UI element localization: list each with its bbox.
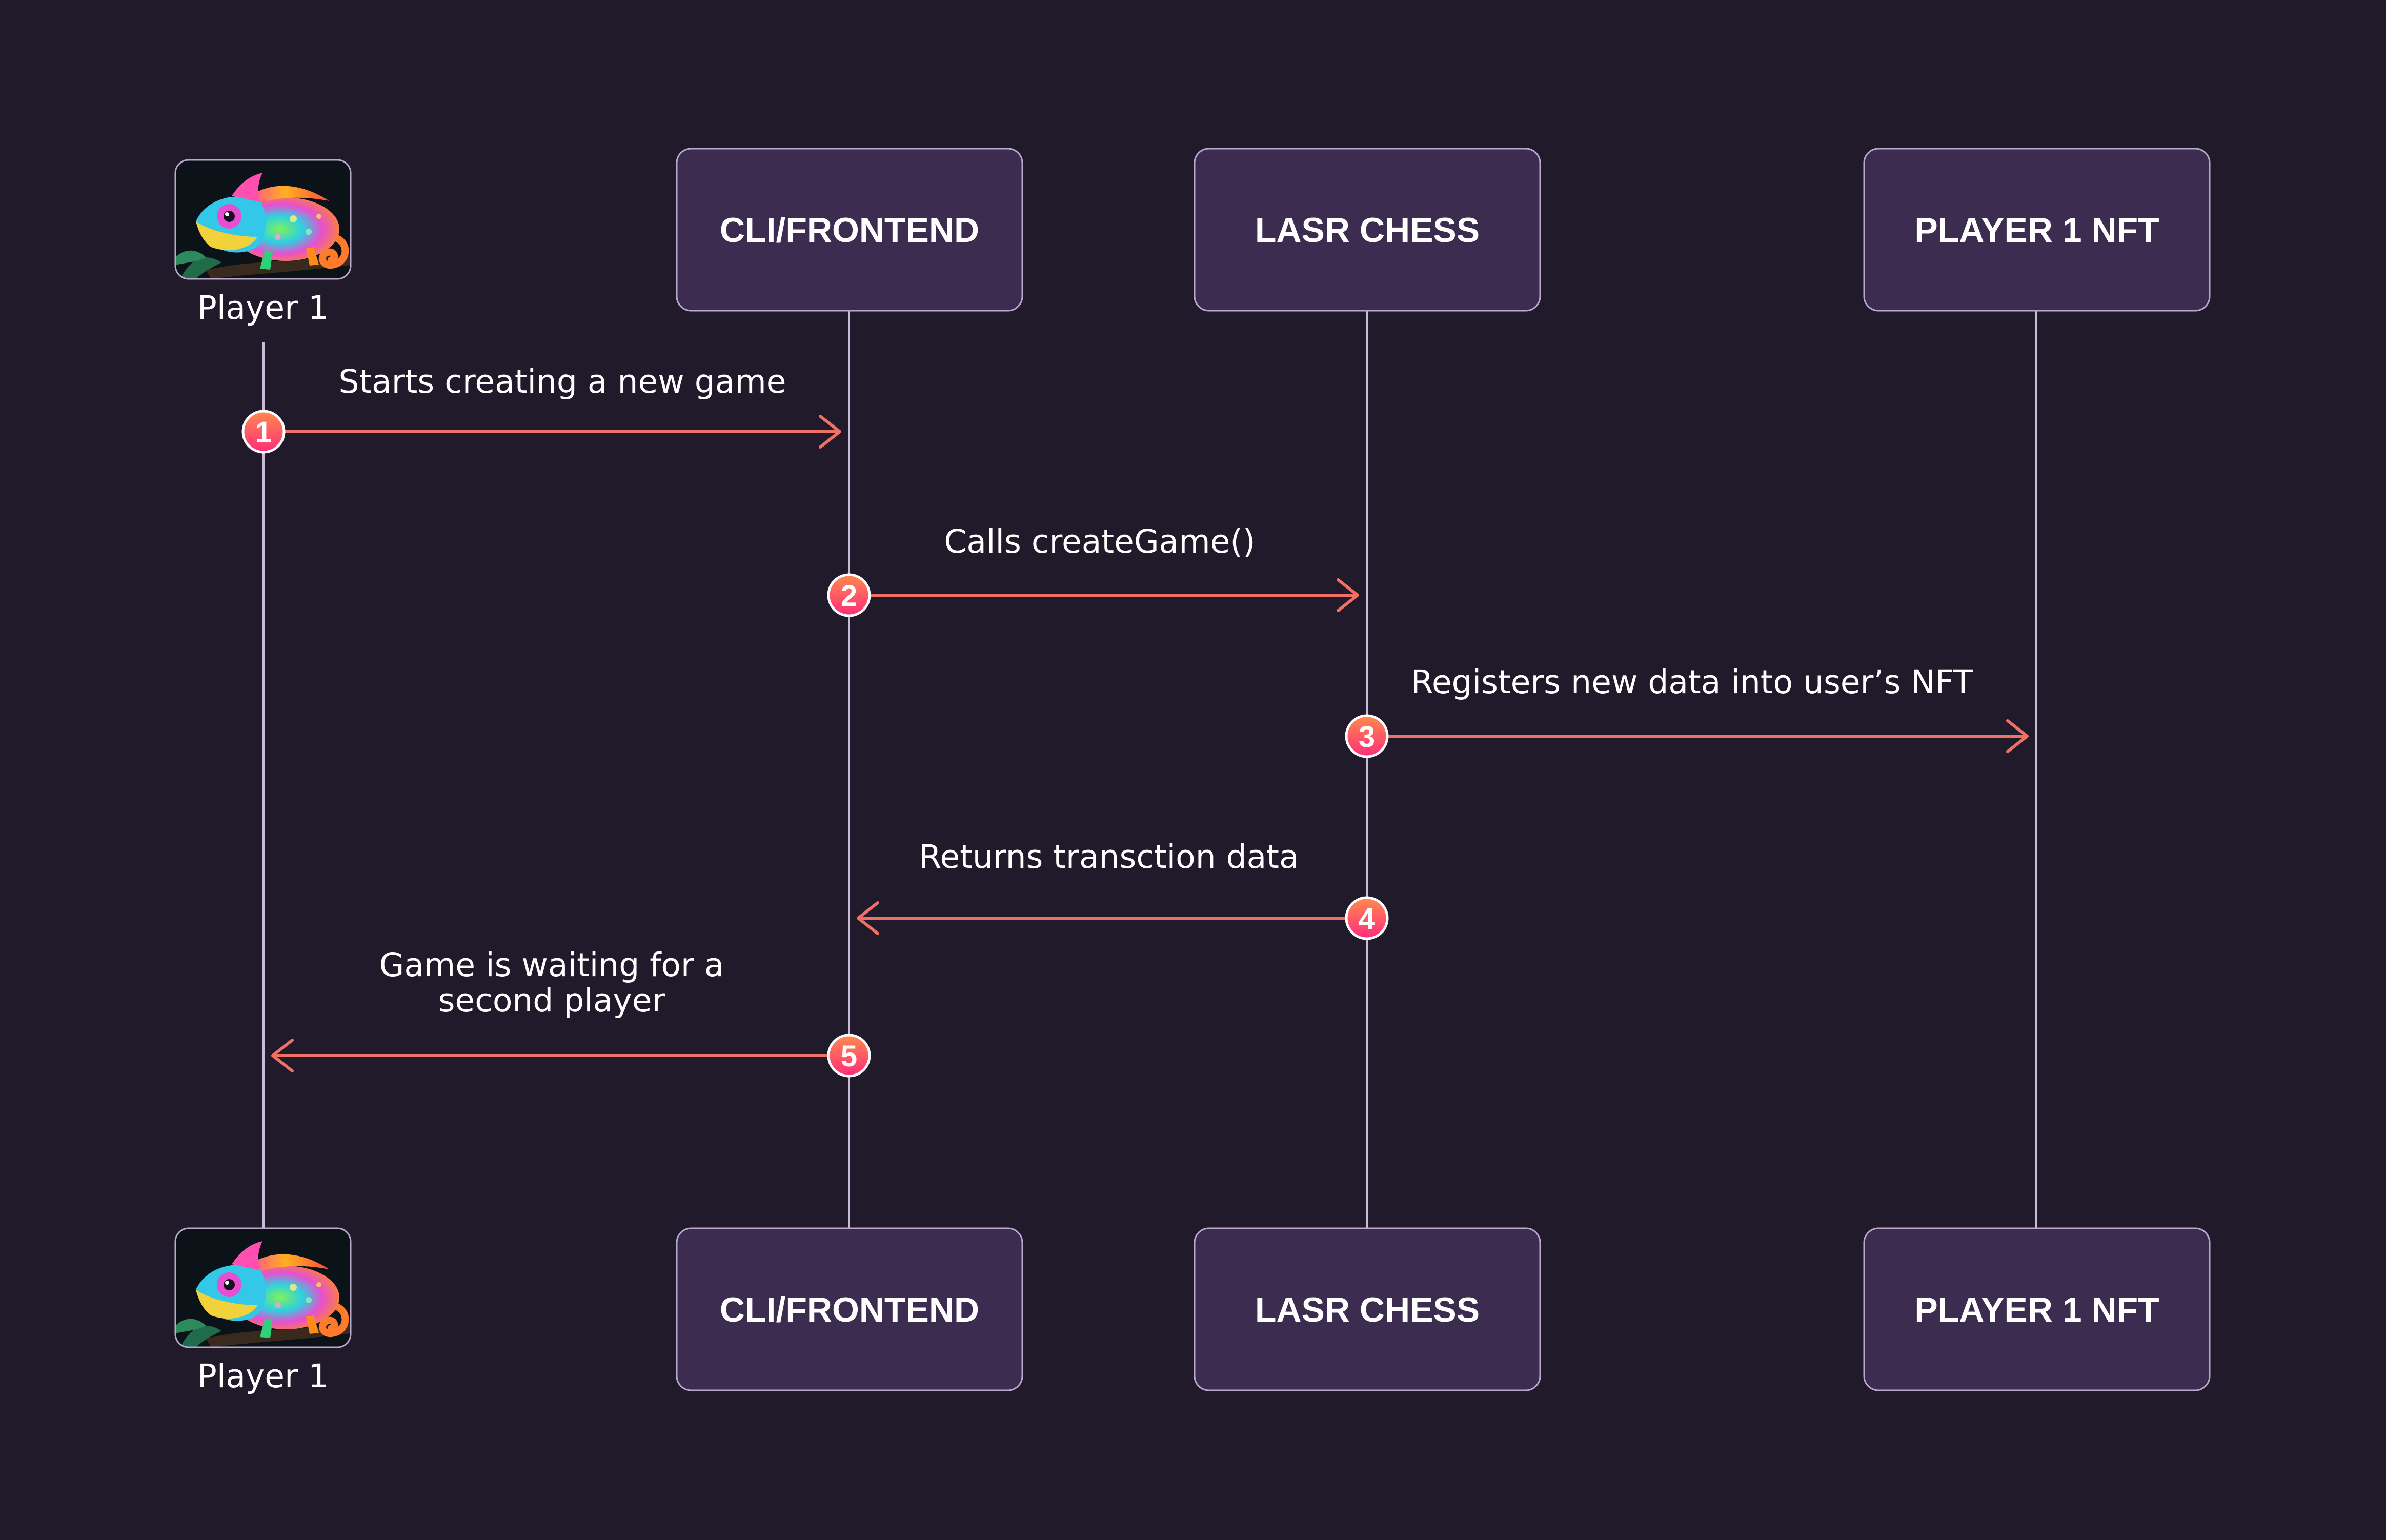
participant-lasr-top: LASR CHESS [1194, 148, 1541, 312]
step-number: 5 [841, 1040, 857, 1073]
step-badge [1345, 714, 1389, 758]
message-label: Registers new data into user’s NFT [1411, 663, 1973, 701]
step-number: 3 [1359, 720, 1375, 754]
actor-label: Player 1 [197, 1357, 329, 1395]
participant-lasr-bottom: LASR CHESS [1194, 1227, 1541, 1391]
actor-label: Player 1 [197, 289, 329, 327]
message-label: Starts creating a new game [338, 363, 786, 400]
participant-nft-top: PLAYER 1 NFT [1863, 148, 2211, 312]
step-badge [827, 1034, 871, 1078]
message-label: Game is waiting for a [379, 946, 724, 984]
participant-label: CLI/FRONTEND [720, 1290, 979, 1329]
message-label: Returns transction data [919, 838, 1299, 876]
participant-frontend-top: CLI/FRONTEND [676, 148, 1023, 312]
participant-label: LASR CHESS [1255, 211, 1480, 250]
message-4: Returns transction data 4 [857, 838, 1389, 940]
chameleon-avatar-icon [175, 160, 351, 279]
participant-label: LASR CHESS [1255, 1290, 1480, 1329]
arrow-head-icon [819, 415, 841, 449]
actor-player-top: Player 1 [174, 159, 352, 327]
arrow-head-icon [1337, 578, 1359, 612]
step-number: 1 [255, 416, 272, 449]
message-5: Game is waiting for a second player 5 [271, 946, 871, 1078]
arrow-head-icon [271, 1039, 294, 1072]
step-badge [827, 573, 871, 617]
message-2: Calls createGame() 2 [827, 523, 1359, 617]
participant-label: PLAYER 1 NFT [1914, 211, 2159, 250]
participant-label: CLI/FRONTEND [720, 211, 979, 250]
message-3: Registers new data into user’s NFT 3 [1345, 663, 2029, 758]
step-number: 2 [841, 579, 857, 613]
step-badge [241, 410, 286, 454]
chameleon-avatar-icon [175, 1228, 351, 1347]
arrow-head-icon [2006, 719, 2029, 753]
actor-player-bottom: Player 1 [174, 1227, 352, 1395]
arrow-head-icon [857, 901, 879, 935]
message-label: Calls createGame() [944, 523, 1255, 560]
participant-label: PLAYER 1 NFT [1914, 1290, 2159, 1329]
message-1: Starts creating a new game 1 [241, 363, 841, 454]
participant-nft-bottom: PLAYER 1 NFT [1863, 1227, 2211, 1391]
message-label: second player [438, 982, 665, 1019]
step-badge [1345, 896, 1389, 940]
participant-frontend-bottom: CLI/FRONTEND [676, 1227, 1023, 1391]
step-number: 4 [1359, 902, 1375, 936]
